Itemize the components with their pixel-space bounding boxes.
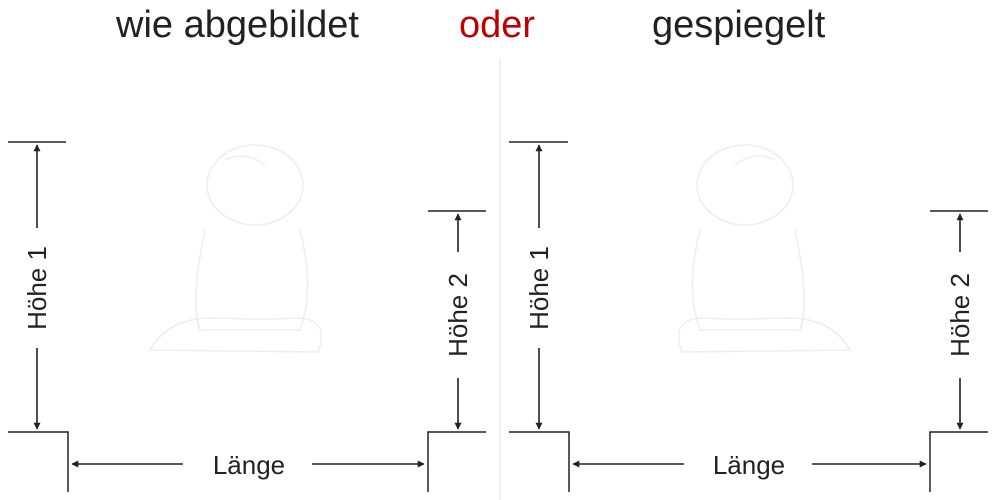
height1-label: Höhe 1	[22, 246, 52, 330]
panel-mirrored: Höhe 1 Höhe 2 Länge	[509, 141, 988, 492]
step-right-outline	[427, 431, 486, 492]
length-label: Länge	[713, 450, 785, 480]
title-as-shown: wie abgebildet	[116, 4, 359, 46]
panel-as-shown: Höhe 1 Höhe 2 Länge	[8, 141, 486, 492]
title-or: oder	[459, 4, 536, 46]
height2-label: Höhe 2	[443, 273, 473, 357]
step-left-outline	[509, 431, 570, 492]
title-mirrored: gespiegelt	[652, 4, 826, 46]
height1-label: Höhe 1	[524, 246, 554, 330]
faint-figure-silhouette-icon	[148, 144, 323, 353]
height2-label: Höhe 2	[945, 273, 975, 357]
faint-figure-silhouette-icon	[677, 144, 852, 353]
step-right-outline	[929, 431, 988, 492]
step-left-outline	[8, 431, 69, 492]
length-label: Länge	[213, 450, 285, 480]
